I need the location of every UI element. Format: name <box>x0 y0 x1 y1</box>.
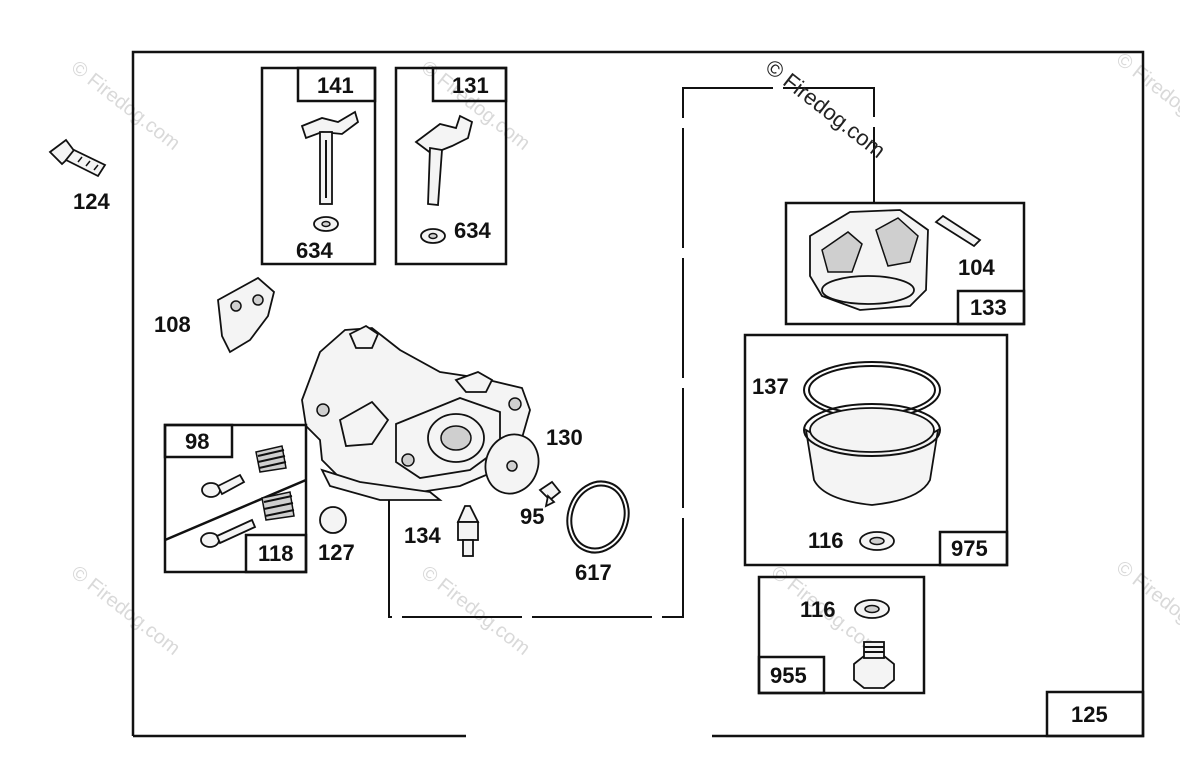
part-141-shaft-box: 141 634 <box>260 66 377 266</box>
part-108-gasket: 108 <box>154 276 276 354</box>
part-975-bowl-box: 975 137 116 <box>743 333 1009 567</box>
label-131: 131 <box>452 73 489 98</box>
label-133: 133 <box>970 295 1007 320</box>
connector-lines <box>388 87 875 618</box>
watermark-bottom-center: © Firedog.com <box>417 562 534 660</box>
part-95-screw: 95 <box>520 480 562 529</box>
label-108: 108 <box>154 312 191 337</box>
watermark-bottom-left: © Firedog.com <box>67 562 184 660</box>
label-116-upper: 116 <box>808 528 844 553</box>
watermark-bottom-right: © Firedog.com <box>1112 557 1180 655</box>
label-130: 130 <box>546 425 583 450</box>
part-127-plug: 127 <box>318 506 355 565</box>
label-634-left: 634 <box>296 238 333 263</box>
part-carburetor-body <box>301 324 531 501</box>
label-617: 617 <box>575 560 612 585</box>
part-617-oring: 617 <box>566 480 630 585</box>
part-124-screw: 124 <box>48 138 110 214</box>
assembly-frame: 125 <box>131 50 1145 738</box>
watermark-overlay: © Firedog.com <box>761 54 890 163</box>
part-131-shaft-box: 131 634 <box>394 66 508 266</box>
label-134: 134 <box>404 523 441 548</box>
watermark-top-right: © Firedog.com <box>1112 49 1180 147</box>
label-95: 95 <box>520 504 544 529</box>
watermark-top-left: © Firedog.com <box>67 57 184 155</box>
label-116-lower: 116 <box>800 597 836 622</box>
label-141: 141 <box>317 73 354 98</box>
part-133-float-box: 133 104 <box>784 201 1026 326</box>
label-104: 104 <box>958 255 995 280</box>
label-118: 118 <box>258 541 294 566</box>
part-955-bolt-box: 955 116 <box>757 575 926 695</box>
label-98: 98 <box>185 429 209 454</box>
background-watermarks: © Firedog.com © Firedog.com © Firedog.co… <box>67 49 1180 660</box>
label-137: 137 <box>752 374 789 399</box>
label-125: 125 <box>1071 702 1108 727</box>
label-634-right: 634 <box>454 218 491 243</box>
part-98-118-screw-box: 98 118 <box>163 423 308 574</box>
part-134-needle: 134 <box>404 505 480 557</box>
label-127: 127 <box>318 540 355 565</box>
label-124: 124 <box>73 189 110 214</box>
label-955: 955 <box>770 663 807 688</box>
part-130-plate: 130 <box>484 425 583 495</box>
label-975: 975 <box>951 536 988 561</box>
